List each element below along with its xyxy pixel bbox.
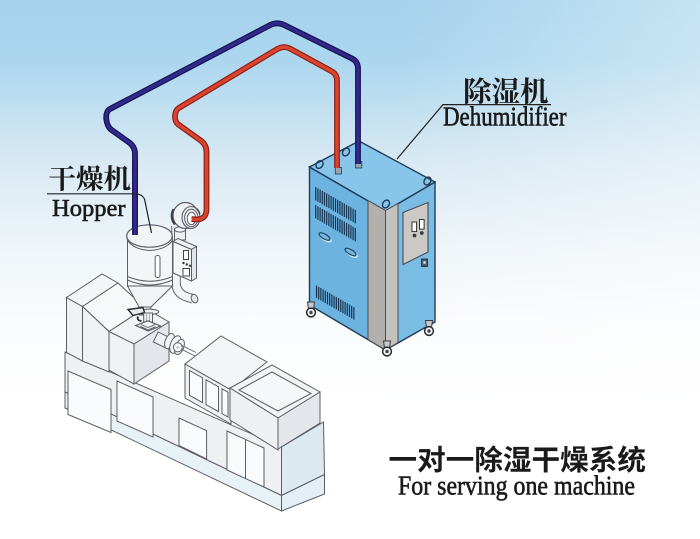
svg-text:Dehumidifier: Dehumidifier — [443, 101, 567, 132]
svg-text:Hopper: Hopper — [52, 195, 126, 222]
svg-text:For serving one machine: For serving one machine — [398, 471, 635, 501]
